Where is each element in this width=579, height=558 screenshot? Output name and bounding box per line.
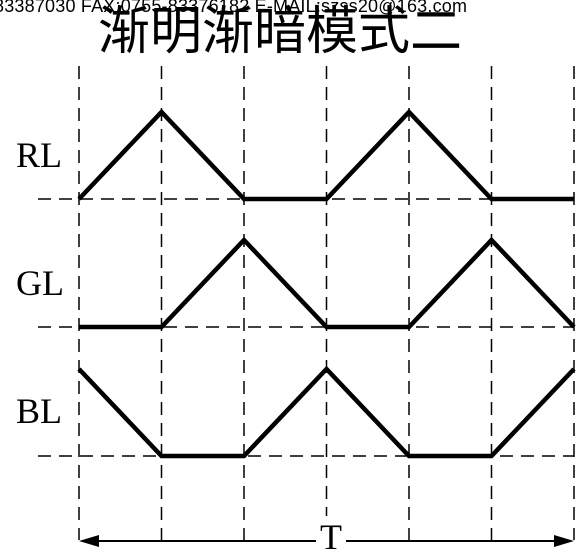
period-arrow-right-head [554, 535, 574, 547]
period-label: T [316, 516, 346, 558]
waveform-rl [77, 108, 574, 202]
waveform-gl [79, 236, 576, 330]
series-label-bl: BL [16, 391, 63, 431]
contact-header: 83387030 FAX:0755-83376182 E-MAIL:szss20… [0, 0, 468, 16]
page-title: 渐明渐暗模式二 [98, 2, 463, 62]
series-label-rl: RL [16, 135, 63, 175]
waveform-bl [77, 365, 576, 459]
period-arrow-left-head [79, 535, 99, 547]
series-label-gl: GL [16, 263, 64, 303]
